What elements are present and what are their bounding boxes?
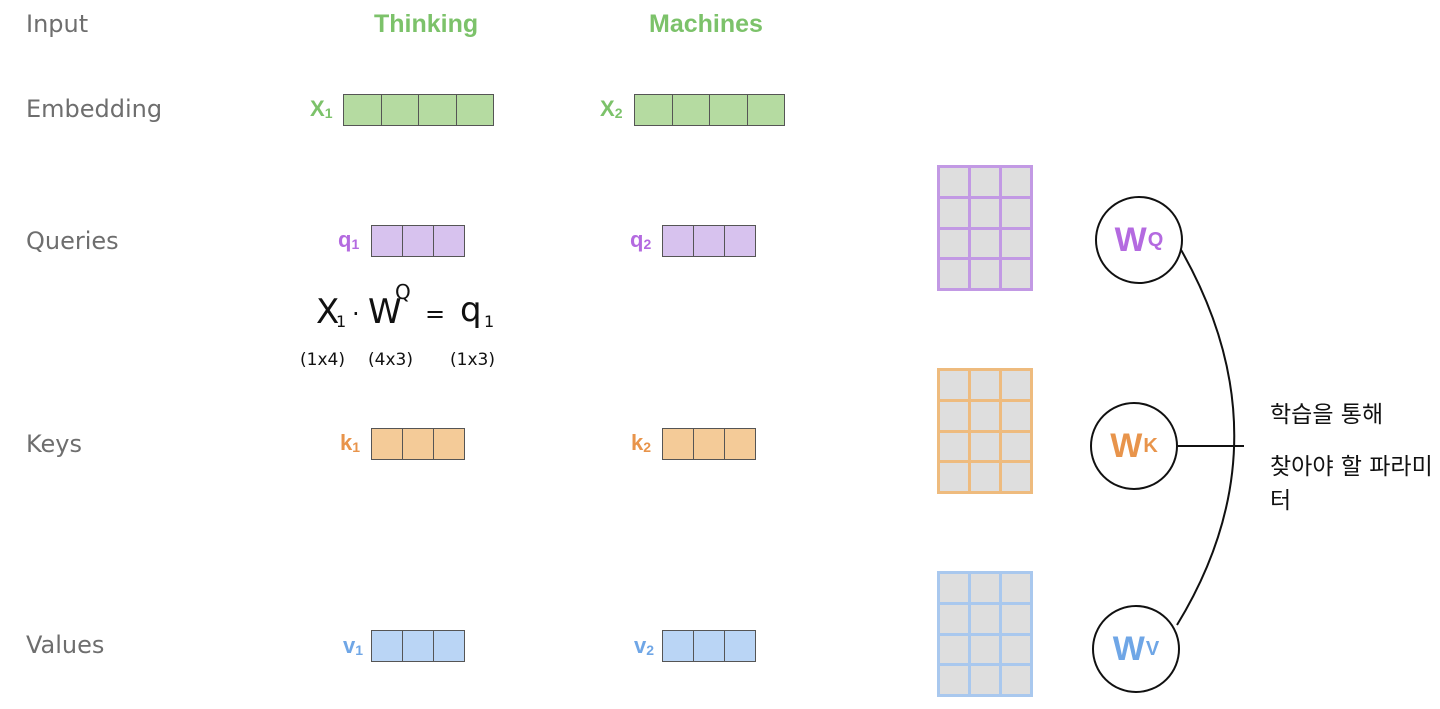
annotation-dim-x: (1x4) [300, 350, 345, 370]
v1-label: v1 [343, 633, 364, 658]
note-line-2: 찾아야 할 파라미터 [1270, 454, 1433, 514]
annotation-dot: · [352, 300, 360, 328]
input-word-thinking: Thinking [374, 10, 479, 38]
q2-label: q2 [630, 227, 652, 252]
note-line-1: 학습을 통해 [1270, 402, 1384, 428]
x2-label: X2 [600, 96, 623, 121]
x1-embedding-vector [343, 94, 494, 126]
row-label-embedding: Embedding [26, 95, 163, 123]
row-label-input: Input [26, 10, 89, 38]
row-label-keys: Keys [26, 430, 83, 458]
input-word-machines: Machines [649, 10, 763, 38]
annotation-x-sub: 1 [336, 312, 347, 331]
v1-value-vector [371, 630, 465, 662]
wv-matrix [937, 571, 1033, 697]
annotation-dim-w: (4x3) [368, 350, 413, 370]
q2-query-vector [662, 225, 756, 257]
k1-key-vector [371, 428, 465, 460]
v2-label: v2 [634, 633, 655, 658]
row-label-queries: Queries [26, 227, 119, 255]
v2-value-vector [662, 630, 756, 662]
wq-matrix [937, 165, 1033, 291]
x2-embedding-vector [634, 94, 785, 126]
annotation-q: q [460, 290, 482, 330]
k2-label: k2 [631, 430, 652, 455]
row-label-values: Values [26, 631, 105, 659]
annotation-equals: = [425, 300, 446, 328]
annotation-x: X [316, 292, 340, 332]
q1-query-vector [371, 225, 465, 257]
wk-matrix [937, 368, 1033, 494]
annotation-w-sup: Q [395, 280, 411, 304]
k1-label: k1 [340, 430, 361, 455]
annotation-w: W [368, 292, 402, 332]
annotation-dim-q: (1x3) [450, 350, 495, 370]
k2-key-vector [662, 428, 756, 460]
x1-label: X1 [310, 96, 333, 121]
annotation-q-sub: 1 [484, 312, 495, 331]
q1-label: q1 [338, 227, 360, 252]
